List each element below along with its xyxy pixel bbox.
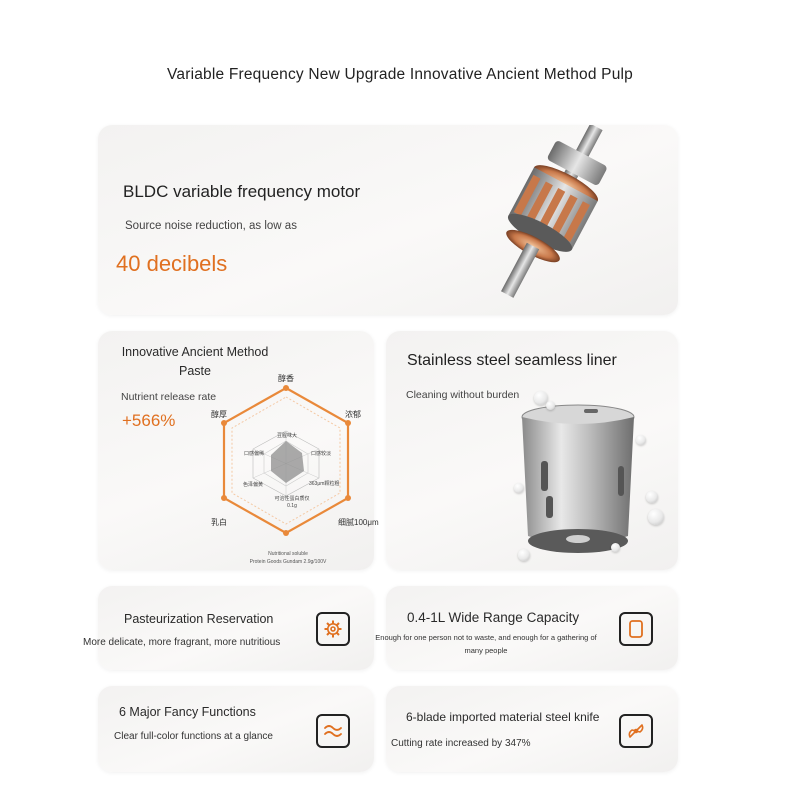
radar-label-left-top: 醇厚 (211, 410, 227, 419)
page-headline: Variable Frequency New Upgrade Innovativ… (167, 66, 633, 83)
water-droplet (648, 509, 664, 525)
water-droplet (518, 549, 530, 561)
feature-card-blade: 6-blade imported material steel knife Cu… (386, 686, 678, 772)
radar-inner-right-bottom: 363μm颗粒粗 (309, 481, 340, 487)
feature-title: Pasteurization Reservation (124, 612, 274, 626)
feature-desc: Clear full-color functions at a glance (114, 731, 273, 742)
liner-title: Stainless steel seamless liner (407, 352, 617, 369)
capacity-icon (619, 612, 653, 646)
radar-label-left-bottom: 乳白 (211, 518, 227, 527)
paste-card: Innovative Ancient Method Paste Nutrient… (98, 331, 379, 570)
motor-subtitle: Source noise reduction, as low as (125, 220, 297, 232)
radar-inner-left-bottom: 色泽偏黄 (243, 482, 264, 488)
feature-desc: Enough for one person not to waste, and … (375, 633, 597, 655)
feature-title: 0.4-1L Wide Range Capacity (407, 610, 580, 625)
feature-desc: Cutting rate increased by 347% (391, 738, 531, 749)
feature-card-capacity: 0.4-1L Wide Range Capacity Enough for on… (375, 586, 678, 670)
water-droplet (646, 491, 658, 503)
paste-title-line1: Innovative Ancient Method (121, 345, 269, 359)
steel-liner-icon (521, 404, 635, 553)
radar-label-right-bottom: 细腻100μm (338, 518, 379, 527)
wave-icon (316, 714, 350, 748)
nutrient-rate-value: +566% (122, 411, 176, 430)
motor-illustration-icon (501, 125, 607, 298)
feature-card-pasteurization: Pasteurization Reservation More delicate… (83, 586, 374, 670)
feature-card-functions: 6 Major Fancy Functions Clear full-color… (98, 686, 374, 772)
blade-icon (619, 714, 653, 748)
feature-title: 6-blade imported material steel knife (406, 710, 600, 724)
water-droplet (636, 435, 646, 445)
nutrient-rate-label: Nutrient release rate (121, 391, 217, 403)
radar-label-right-top: 浓郁 (345, 410, 361, 419)
radar-inner-left-top: 口感偏稀 (244, 451, 265, 457)
radar-inner-right-top: 口感较淡 (311, 451, 332, 457)
feature-desc: More delicate, more fragrant, more nutri… (83, 637, 281, 648)
paste-title-line2: Paste (179, 364, 211, 378)
motor-decibel-value: 40 decibels (116, 251, 228, 276)
liner-card: Stainless steel seamless liner Cleaning … (386, 331, 678, 570)
water-droplet (514, 483, 524, 493)
motor-card: BLDC variable frequency motor Source noi… (98, 125, 678, 315)
water-droplet (534, 391, 548, 405)
water-droplet (546, 401, 555, 410)
radar-inner-bottom: 可溶性蛋白质仅0.1g (274, 496, 310, 509)
radar-chart (221, 385, 351, 536)
radar-footnote-line2: Protein Goods Gundam 2.9g/100V (249, 559, 327, 565)
feature-title: 6 Major Fancy Functions (119, 705, 256, 719)
water-droplet (611, 543, 620, 552)
liner-subtitle: Cleaning without burden (406, 389, 520, 401)
radar-label-top: 醇香 (278, 374, 294, 383)
radar-inner-top: 豆腥味大 (277, 433, 298, 439)
radar-footnote-line1: Nutritional soluble (268, 551, 308, 557)
gear-icon (316, 612, 350, 646)
motor-title: BLDC variable frequency motor (123, 182, 361, 201)
